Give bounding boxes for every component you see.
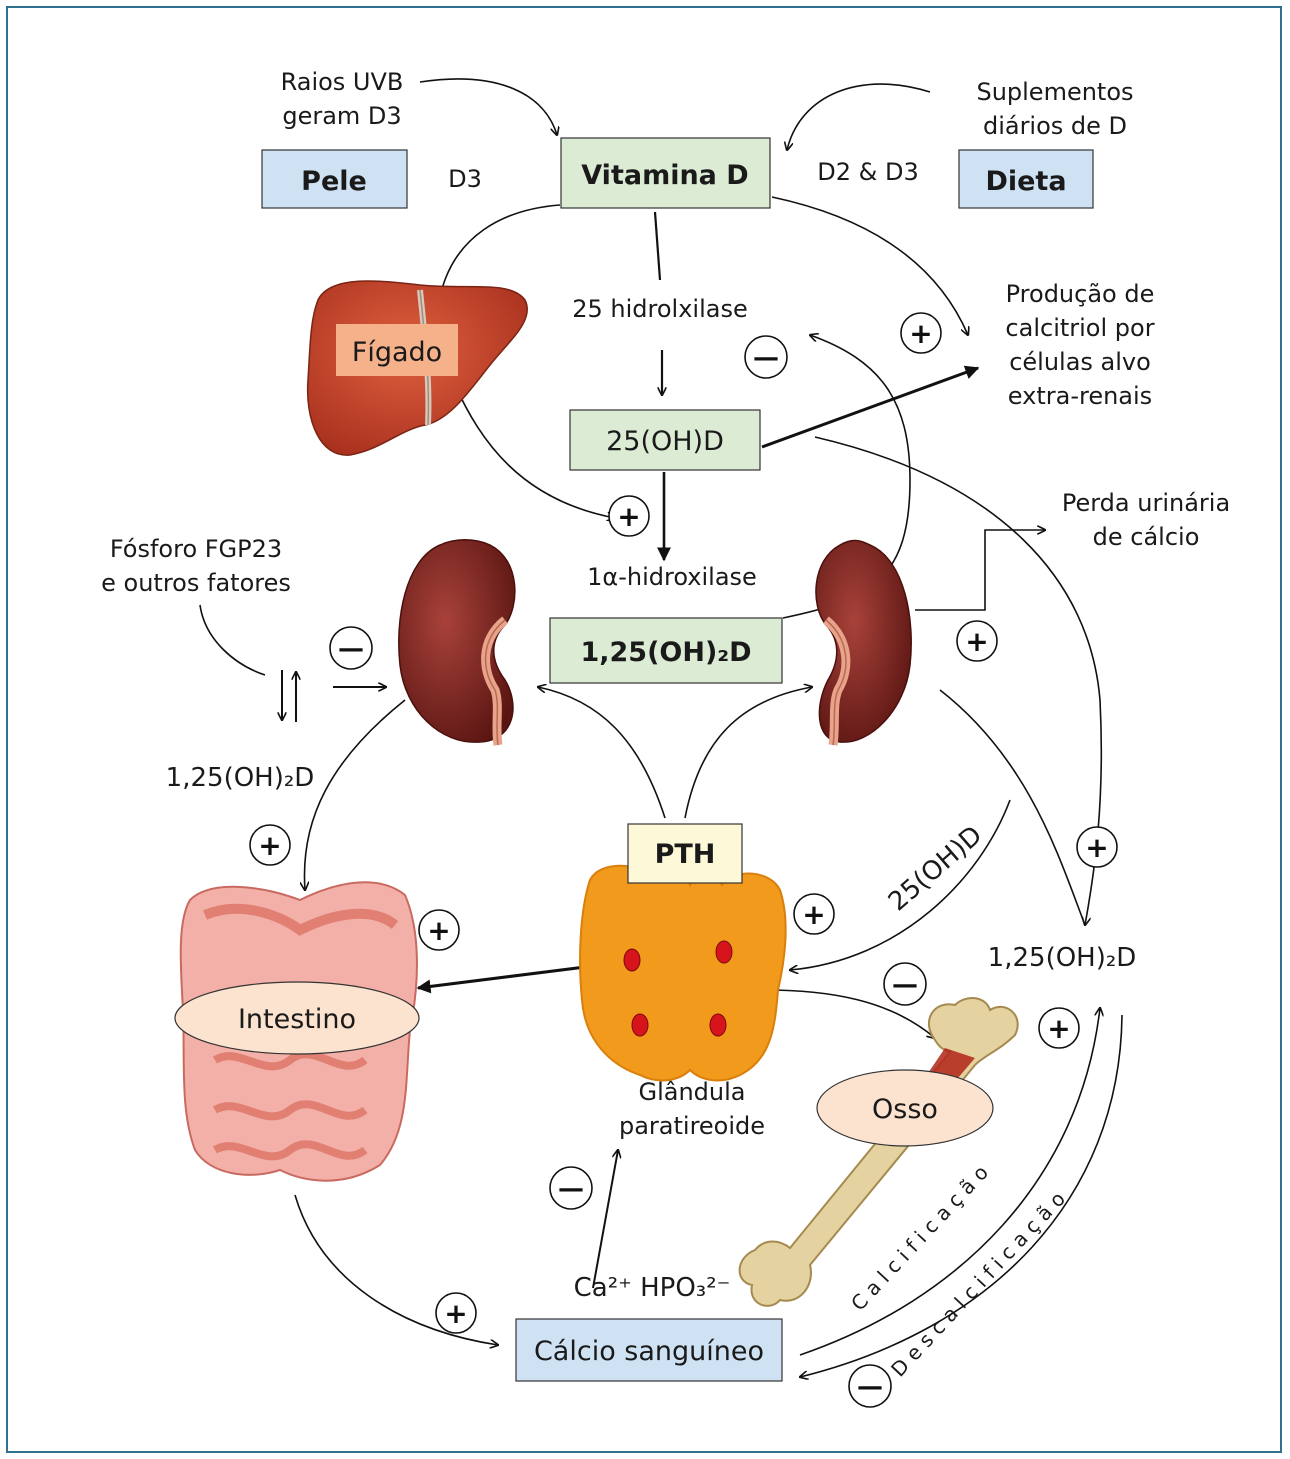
plus-sign-bone: + — [1039, 1008, 1079, 1048]
bone-icon — [740, 998, 1018, 1306]
raios-uvb-line2: geram D3 — [282, 102, 401, 130]
plus-sign-producao: + — [901, 313, 941, 353]
plus-sign-intestine-calcio: + — [436, 1293, 476, 1333]
plus-sign-right-bone-path: + — [1077, 827, 1117, 867]
arrow-ca-to-gland — [593, 1150, 618, 1288]
calcio-sanguineo-label: Cálcio sanguíneo — [534, 1336, 764, 1367]
svg-text:+: + — [965, 625, 988, 658]
svg-text:+: + — [1085, 831, 1108, 864]
arrow-supplements-to-vitamin-d — [787, 84, 930, 150]
figado-label: Fígado — [352, 337, 442, 368]
fosforo-line1: Fósforo FGP23 — [110, 535, 282, 563]
figado-label-box: Fígado — [336, 324, 458, 376]
osso-label: Osso — [872, 1094, 938, 1125]
glandula-line1: Glândula — [638, 1078, 745, 1106]
svg-text:—: — — [558, 1174, 584, 1204]
labels: Raios UVB geram D3 D3 D2 & D3 Suplemento… — [101, 68, 1230, 1381]
svg-text:+: + — [427, 914, 450, 947]
dieta-box: Dieta — [959, 150, 1093, 208]
vitamina-d-box: Vitamina D — [561, 138, 770, 208]
line-vitamin-d-down — [655, 212, 660, 280]
svg-text:+: + — [617, 500, 640, 533]
arrow-25ohd-to-producao — [762, 368, 978, 447]
intestino-ellipse: Intestino — [175, 982, 419, 1054]
perda-line2: de cálcio — [1093, 523, 1200, 551]
pth-box: PTH — [628, 824, 742, 883]
25ohd-label: 25(OH)D — [606, 426, 724, 457]
svg-text:+: + — [258, 829, 281, 862]
arrow-kidney-to-intestine — [304, 700, 405, 890]
pele-box: Pele — [262, 150, 407, 208]
d3-label: D3 — [448, 165, 482, 193]
arrow-right-kidney-to-bone — [940, 690, 1085, 925]
plus-sign-left-125d: + — [250, 825, 290, 865]
125ohd-left-label: 1,25(OH)₂D — [166, 763, 315, 793]
minus-sign-calcium-gland: — — [550, 1167, 592, 1209]
descalcificacao-label: D e s c a l c i f i c a ç ã o — [886, 1187, 1070, 1382]
dieta-label: Dieta — [985, 166, 1066, 197]
svg-text:—: — — [338, 634, 364, 664]
calcio-sanguineo-box: Cálcio sanguíneo — [516, 1319, 782, 1381]
pth-label: PTH — [655, 839, 716, 870]
125ohd-label: 1,25(OH)₂D — [580, 637, 751, 668]
minus-sign-25-hidroxilase: — — [745, 336, 787, 378]
parathyroid-gland-icon — [580, 866, 786, 1081]
producao-line4: extra-renais — [1008, 382, 1152, 410]
minus-sign-fosforo: — — [330, 627, 372, 669]
intestino-label: Intestino — [238, 1004, 356, 1035]
suplementos-line2: diários de D — [983, 112, 1127, 140]
svg-text:+: + — [802, 898, 825, 931]
arrow-vitamin-d-to-producao — [772, 197, 968, 335]
osso-ellipse: Osso — [817, 1070, 993, 1146]
fosforo-line2: e outros fatores — [101, 569, 291, 597]
25-hidroxilase-label: 25 hidrolxilase — [572, 295, 748, 323]
svg-text:+: + — [444, 1297, 467, 1330]
ca-hpo-label: Ca²⁺ HPO₃²⁻ — [574, 1273, 731, 1303]
producao-line3: células alvo — [1009, 348, 1151, 376]
suplementos-line1: Suplementos — [976, 78, 1133, 106]
plus-sign-liver: + — [609, 496, 649, 536]
125ohd-right-label: 1,25(OH)₂D — [988, 943, 1137, 973]
plus-sign-gland: + — [794, 894, 834, 934]
kidney-right-icon — [816, 540, 911, 745]
producao-line2: calcitriol por — [1005, 314, 1154, 342]
minus-sign-gland-25ohd: — — [884, 963, 926, 1005]
perda-line1: Perda urinária — [1062, 489, 1230, 517]
125ohd-box: 1,25(OH)₂D — [550, 618, 782, 683]
svg-text:—: — — [753, 343, 779, 373]
svg-text:+: + — [1047, 1012, 1070, 1045]
minus-sign-descalcificacao: — — [849, 1365, 891, 1407]
pele-label: Pele — [301, 166, 367, 197]
alfa-hidroxilase-label: 1α-hidroxilase — [587, 563, 757, 591]
arrow-pth-to-right-kidney — [685, 687, 812, 818]
arrow-pth-to-left-kidney — [538, 687, 665, 818]
plus-sign-intestine: + — [419, 910, 459, 950]
plus-sign-right-kidney: + — [957, 621, 997, 661]
producao-line1: Produção de — [1006, 280, 1155, 308]
svg-text:—: — — [857, 1372, 883, 1402]
kidney-left-icon — [399, 540, 515, 745]
glandula-line2: paratireoide — [619, 1112, 765, 1140]
svg-text:+: + — [909, 317, 932, 350]
line-fosforo — [200, 605, 265, 675]
25ohd-box: 25(OH)D — [570, 410, 760, 470]
25ohd-diagonal-label: 25(OH)D — [883, 820, 988, 917]
svg-text:—: — — [892, 970, 918, 1000]
arrow-uvb-to-vitamin-d — [420, 79, 557, 135]
d2-d3-label: D2 & D3 — [817, 158, 918, 186]
raios-uvb-line1: Raios UVB — [281, 68, 404, 96]
vitamina-d-label: Vitamina D — [581, 160, 748, 191]
